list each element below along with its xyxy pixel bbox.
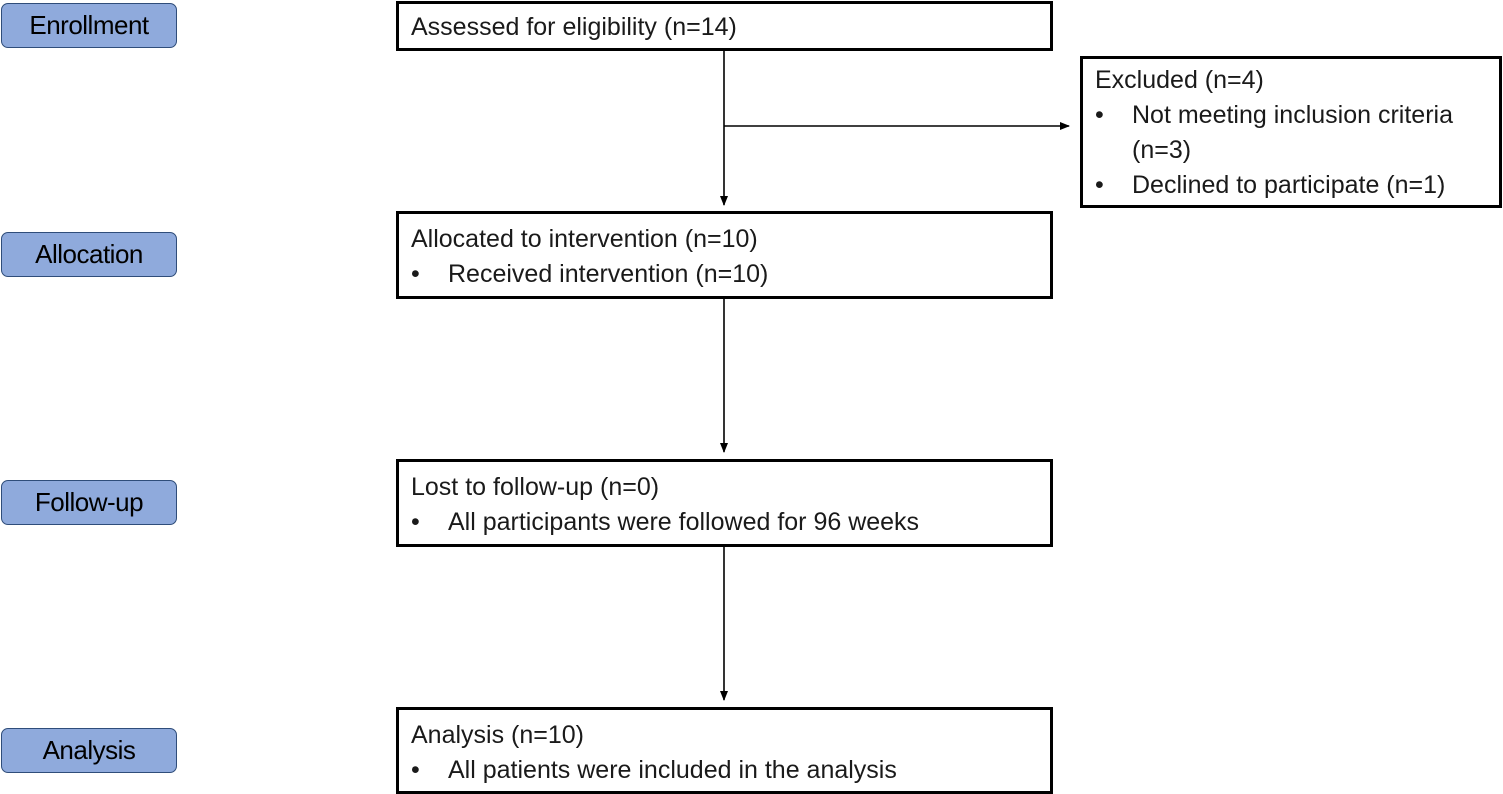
stage-enrollment: Enrollment xyxy=(1,3,177,48)
box-excluded: Excluded (n=4) • Not meeting inclusion c… xyxy=(1080,56,1502,208)
bullet-glyph: • xyxy=(411,756,420,784)
box-analysis: Analysis (n=10) • All patients were incl… xyxy=(396,707,1053,794)
excluded-bullet-2-line1: Declined to participate (n=1) xyxy=(1132,171,1446,199)
bullet-glyph: • xyxy=(411,508,420,536)
allocated-bullet-1: • Received intervention (n=10) xyxy=(411,257,1038,292)
excluded-title: Excluded (n=4) xyxy=(1095,66,1264,94)
lost-bullet-1-text: All participants were followed for 96 we… xyxy=(448,508,920,536)
analysis-bullet-1: • All patients were included in the anal… xyxy=(411,753,1038,788)
stage-analysis-label: Analysis xyxy=(42,735,136,765)
bullet-glyph: • xyxy=(1095,171,1104,199)
stage-allocation: Allocation xyxy=(1,232,177,277)
analysis-bullet-1-text: All patients were included in the analys… xyxy=(448,756,897,784)
allocated-title: Allocated to intervention (n=10) xyxy=(411,225,758,253)
analysis-title: Analysis (n=10) xyxy=(411,721,584,749)
lost-title: Lost to follow-up (n=0) xyxy=(411,473,660,501)
excluded-bullet-2: • Declined to participate (n=1) xyxy=(1095,168,1487,203)
excluded-bullet-1: • Not meeting inclusion criteria (n=3) xyxy=(1095,98,1487,168)
stage-followup-label: Follow-up xyxy=(34,487,144,517)
excluded-bullet-1-line1: Not meeting inclusion criteria xyxy=(1132,101,1453,129)
stage-enrollment-label: Enrollment xyxy=(29,10,149,40)
bullet-glyph: • xyxy=(411,260,420,288)
stage-allocation-label: Allocation xyxy=(35,239,143,269)
stage-followup: Follow-up xyxy=(1,480,177,525)
bullet-glyph: • xyxy=(1095,101,1104,129)
box-assessed: Assessed for eligibility (n=14) xyxy=(396,1,1053,51)
lost-bullet-1: • All participants were followed for 96 … xyxy=(411,505,1038,540)
box-allocated: Allocated to intervention (n=10) • Recei… xyxy=(396,211,1053,299)
excluded-bullet-1-line2: (n=3) xyxy=(1132,136,1192,164)
assessed-title: Assessed for eligibility (n=14) xyxy=(411,13,737,41)
box-lost-to-followup: Lost to follow-up (n=0) • All participan… xyxy=(396,459,1053,547)
stage-analysis: Analysis xyxy=(1,728,177,773)
allocated-bullet-1-text: Received intervention (n=10) xyxy=(448,260,769,288)
